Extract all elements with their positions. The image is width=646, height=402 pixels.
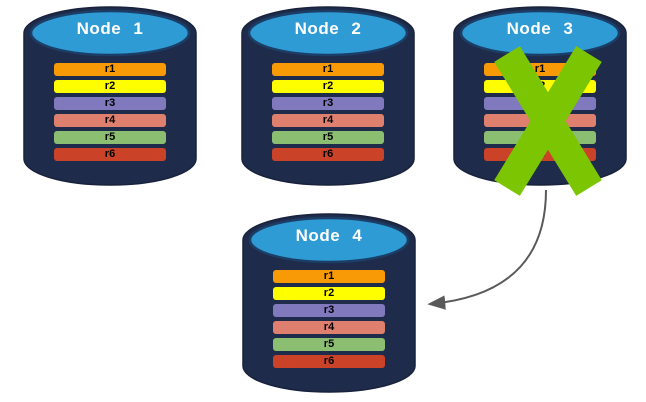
node-2: Node 2 r1 r2 r3 r4 r5 r6	[239, 5, 417, 189]
shard-r4: r4	[54, 114, 166, 127]
shard-r2: r2	[54, 80, 166, 93]
node-title: Node 4	[295, 226, 363, 245]
shard-r2: r2	[272, 80, 384, 93]
shard-r6: r6	[272, 148, 384, 161]
shard-r1: r1	[273, 270, 385, 283]
shard-list: r1 r2 r3 r4 r5 r6	[54, 63, 166, 165]
shard-r5: r5	[273, 338, 385, 351]
shard-r5: r5	[54, 131, 166, 144]
cylinder-top	[459, 9, 621, 57]
x-stroke	[494, 46, 602, 196]
node-1: Node 1 r1 r2 r3 r4 r5 r6	[21, 5, 199, 189]
node-title: Node 1	[76, 19, 144, 38]
shard-r4: r4	[272, 114, 384, 127]
node-3: Node 3 r1 r2 r3 r4 r5 r6	[451, 5, 629, 196]
shard-r3: r3	[273, 304, 385, 317]
shard-list: r1 r2 r3 r4 r5 r6	[273, 270, 385, 372]
node-4: Node 4 r1 r2 r3 r4 r5 r6	[240, 212, 418, 396]
shard-r4: r4	[273, 321, 385, 334]
shard-r2: r2	[273, 287, 385, 300]
failure-x-icon	[494, 46, 602, 196]
shard-r1: r1	[272, 63, 384, 76]
node-title: Node 2	[294, 19, 362, 38]
shard-r5: r5	[272, 131, 384, 144]
shard-list: r1 r2 r3 r4 r5 r6	[272, 63, 384, 165]
arrow-curve	[427, 189, 547, 310]
cylinder-top	[248, 216, 410, 264]
shard-r3: r3	[272, 97, 384, 110]
cylinder-top	[247, 9, 409, 57]
shard-r6: r6	[273, 355, 385, 368]
shard-r6: r6	[54, 148, 166, 161]
shard-r1: r1	[54, 63, 166, 76]
node-title: Node 3	[506, 19, 574, 38]
cylinder-top	[29, 9, 191, 57]
shard-r3: r3	[54, 97, 166, 110]
